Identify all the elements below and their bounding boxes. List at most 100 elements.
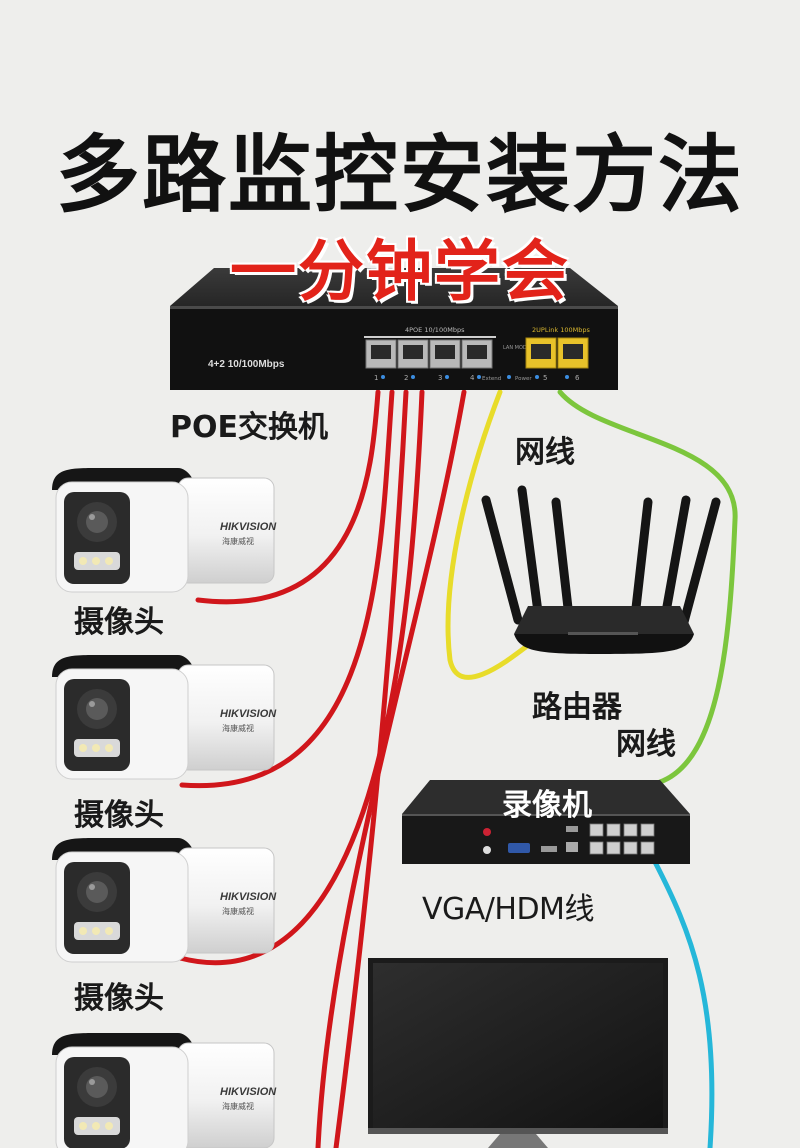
monitor-stand [488, 1134, 548, 1148]
switch-led-power [535, 375, 539, 379]
poe-switch: 4+2 10/100Mbps 4POE 10/100Mbps 2UPLink 1… [170, 268, 618, 390]
camera-cable-1 [195, 389, 381, 605]
camera-brand-3: HIKVISION [220, 891, 277, 903]
router-body-top [514, 606, 694, 634]
camera-4 [52, 1033, 275, 1148]
nvr-poe-port [640, 841, 655, 855]
switch-led-6 [565, 375, 569, 379]
port-number-3: 3 [438, 374, 442, 382]
camera-brand-4: HIKVISION [220, 1086, 277, 1098]
poe-port-socket [467, 345, 487, 359]
camera-lens-glare [89, 514, 95, 520]
switch-lan-mode-label: LAN MODE [503, 345, 530, 351]
nvr-front-face [402, 814, 690, 864]
router-cable [445, 389, 541, 680]
camera-led [92, 927, 100, 935]
router-antenna-1 [481, 495, 523, 625]
switch-led-1 [381, 375, 385, 379]
port-number-4: 4 [470, 374, 475, 382]
port-number-6: 6 [575, 374, 580, 382]
camera-cables [177, 389, 467, 1148]
camera-led [79, 744, 87, 752]
camera-led [92, 744, 100, 752]
nvr [402, 780, 690, 864]
camera-led [92, 557, 100, 565]
switch-port-numbers: 1 2 3 4 5 6 [374, 374, 580, 382]
camera-brand-sub-2: 海康威视 [222, 724, 254, 733]
switch-model-text: 4+2 10/100Mbps [208, 359, 285, 370]
camera-led [79, 927, 87, 935]
nvr-poe-port [606, 841, 621, 855]
uplink-port-5 [525, 337, 557, 369]
camera-lens-inner [86, 511, 108, 533]
camera-led [92, 1122, 100, 1130]
router-antenna-5 [661, 495, 691, 617]
camera-caption-3: 摄像头 [74, 981, 164, 1016]
camera-lens-glare [89, 884, 95, 890]
poe-switch-caption: POE交换机 [170, 410, 328, 445]
camera-led [79, 1122, 87, 1130]
poe-port-3 [429, 339, 461, 369]
nvr-hdmi-port [541, 846, 557, 852]
nvr-poe-ports [589, 823, 655, 855]
camera-lens-inner [86, 698, 108, 720]
nvr-audio-port-2 [483, 846, 491, 854]
nvr-usb-port [566, 826, 578, 832]
switch-led-4 [477, 375, 481, 379]
network-cable-label-2: 网线 [616, 727, 676, 762]
camera-caption-2: 摄像头 [74, 798, 164, 833]
router-light-strip [568, 632, 638, 635]
camera-brand-1: HIKVISION [220, 521, 277, 533]
router-caption: 路由器 [532, 690, 622, 725]
camera-3 [52, 838, 275, 963]
nvr-top-face [402, 780, 690, 814]
port-number-2: 2 [404, 374, 408, 382]
nvr-vga-port [508, 843, 530, 853]
camera-cable-3 [177, 389, 425, 966]
camera-brand-sub-4: 海康威视 [222, 1102, 254, 1111]
monitor-screen [373, 963, 663, 1128]
poe-port-4 [461, 339, 493, 369]
port-number-5: 5 [543, 374, 547, 382]
switch-power-label: Power [515, 376, 532, 382]
camera-lens-inner [86, 1076, 108, 1098]
router-body-front [514, 634, 694, 654]
nvr-front-edge [402, 814, 690, 816]
switch-top-face [170, 268, 618, 306]
camera-led [105, 557, 113, 565]
switch-front-edge [170, 306, 618, 309]
network-cable-label-1: 网线 [515, 435, 575, 470]
camera-cable-2 [179, 389, 395, 789]
uplink-port-socket [531, 344, 551, 359]
nvr-poe-port [606, 823, 621, 837]
page-subtitle: 一分钟学会 [230, 233, 570, 310]
camera-brand-sub-1: 海康威视 [222, 537, 254, 546]
nvr-poe-port [640, 823, 655, 837]
camera-caption-1: 摄像头 [74, 605, 164, 640]
camera-led [79, 557, 87, 565]
router-antennas [481, 485, 721, 627]
router-antenna-2 [517, 485, 543, 617]
monitor [368, 958, 668, 1148]
camera-brand-2: HIKVISION [220, 708, 277, 720]
camera-lens-inner [86, 881, 108, 903]
poe-port-socket [435, 345, 455, 359]
camera-cable-5 [333, 389, 409, 1148]
camera-2 [52, 655, 275, 780]
uplink-port-6 [557, 337, 589, 369]
camera-lens-glare [89, 1079, 95, 1085]
nvr-title: 录像机 [502, 788, 592, 823]
switch-uplink-group-label: 2UPLink 100Mbps [532, 326, 590, 334]
camera-led [105, 1122, 113, 1130]
router-antenna-3 [551, 497, 573, 613]
port-number-1: 1 [374, 374, 378, 382]
camera-lens-glare [89, 701, 95, 707]
camera-brand-sub-3: 海康威视 [222, 907, 254, 916]
switch-poe-group-label: 4POE 10/100Mbps [405, 326, 465, 334]
poe-group-bracket [364, 336, 496, 338]
router [481, 485, 721, 654]
nvr-poe-port [623, 823, 638, 837]
nvr-poe-port [589, 823, 604, 837]
monitor-bottom-bar [368, 1128, 668, 1134]
